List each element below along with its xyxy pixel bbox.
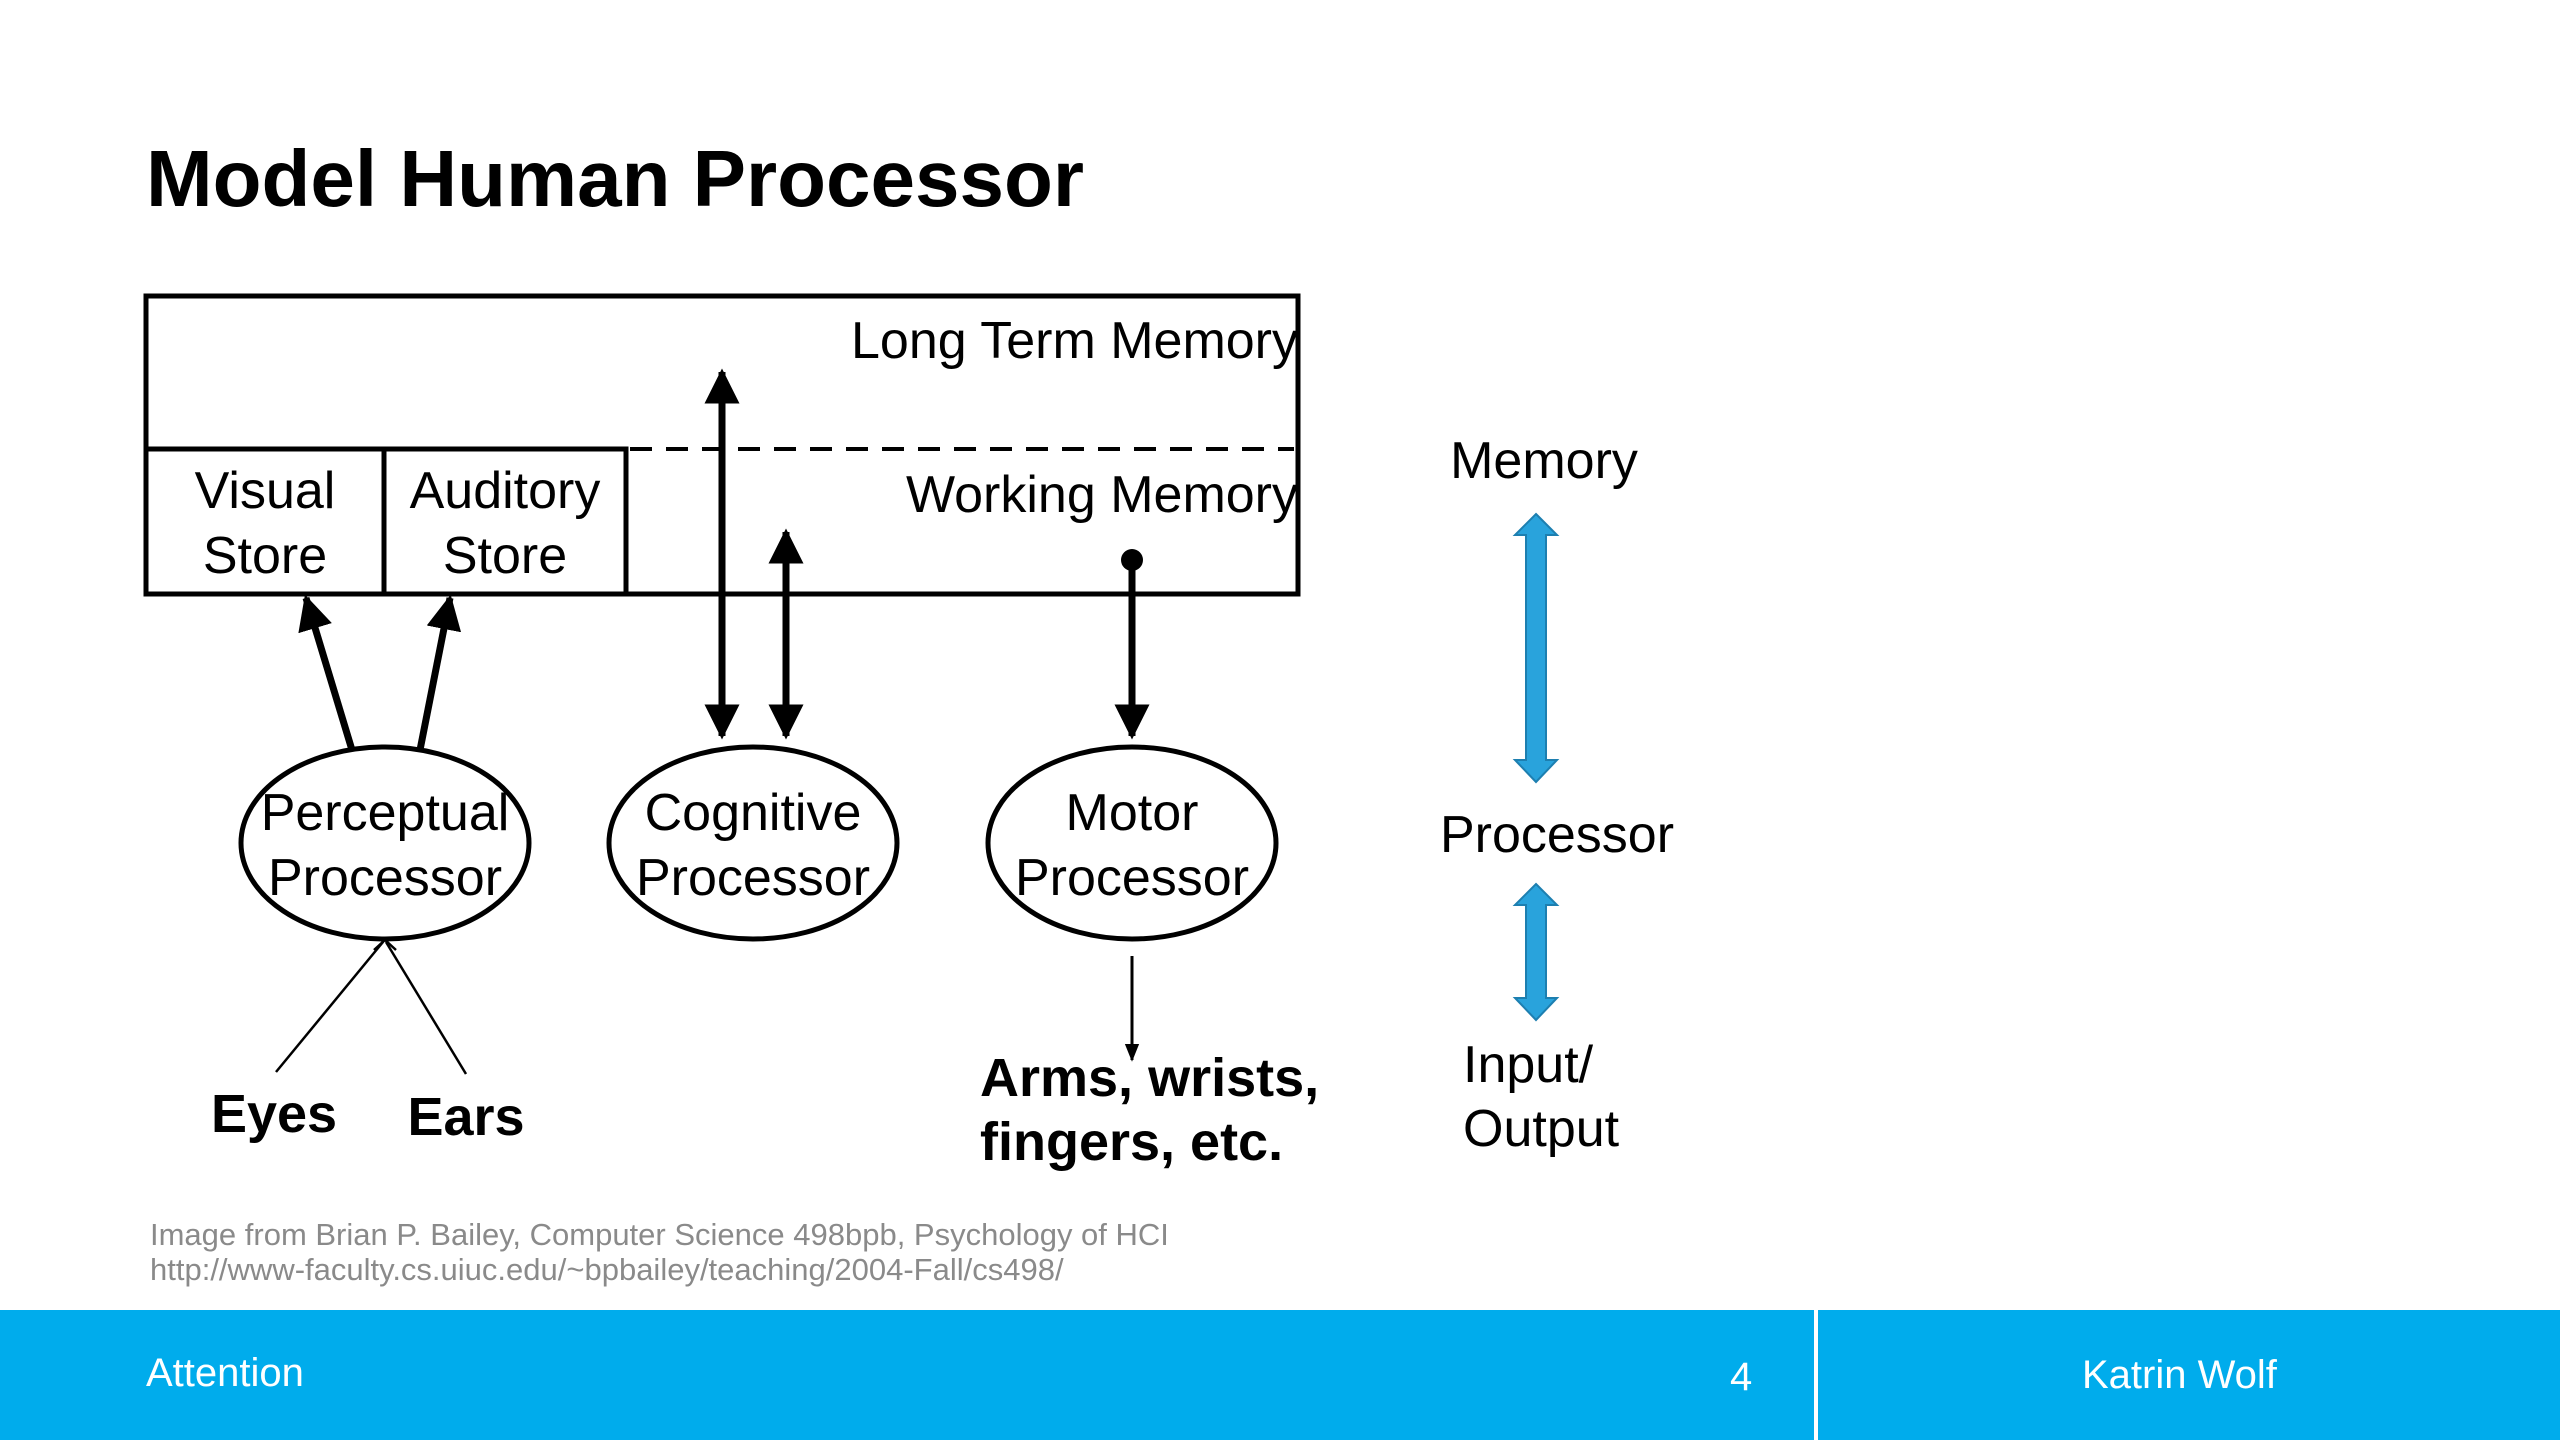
effectors-label: Arms, wrists, [980,1048,1319,1108]
long-term-memory-label: Long Term Memory [851,312,1298,370]
page-number: 4 [1730,1355,1753,1399]
auditory-store-label: Store [443,527,567,585]
perceptual-input-arrowhead [373,938,397,951]
legend-input-output-label: Input/ [1463,1036,1594,1094]
motor-processor-label: Motor [1066,784,1199,842]
image-credit: Image from Brian P. Bailey, Computer Sci… [150,1217,1169,1252]
motor-processor-label: Processor [1015,849,1249,907]
visual-store-label: Store [203,527,327,585]
auditory-store-box [381,446,629,597]
ears-to-perceptual-line [384,941,468,1075]
perceptual-processor-label: Perceptual [261,784,510,842]
working-memory-label: Working Memory [906,466,1298,524]
cognitive-processor-label: Processor [636,849,870,907]
footer-divider [1814,1310,1818,1440]
perceptual-to-visual-arrow [298,594,356,752]
memory-processor-double-arrow [1512,512,1560,784]
cognitive-processor-label: Cognitive [645,784,862,842]
perceptual-processor-ellipse [238,744,532,942]
footer-author: Katrin Wolf [2082,1353,2277,1397]
auditory-store-label: Auditory [410,462,601,520]
legend-processor-label: Processor [1440,806,1674,864]
image-credit-url: http://www-faculty.cs.uiuc.edu/~bpbailey… [150,1252,1064,1287]
ears-label: Ears [407,1087,524,1147]
effectors-label: fingers, etc. [980,1112,1283,1172]
legend-memory-label: Memory [1450,432,1638,490]
perceptual-processor-label: Processor [268,849,502,907]
eyes-to-perceptual-line [275,941,384,1073]
visual-store-label: Visual [195,462,336,520]
perceptual-to-auditory-arrow [416,594,462,751]
motor-processor-ellipse [985,744,1279,942]
page-title: Model Human Processor [146,134,1084,223]
slide-footer: Attention 4 Katrin Wolf [0,1310,2560,1440]
footer-topic: Attention [146,1351,304,1395]
legend-input-output-label: Output [1463,1100,1620,1158]
processor-io-double-arrow [1512,882,1560,1022]
eyes-label: Eyes [211,1084,337,1144]
cognitive-processor-ellipse [606,744,900,942]
